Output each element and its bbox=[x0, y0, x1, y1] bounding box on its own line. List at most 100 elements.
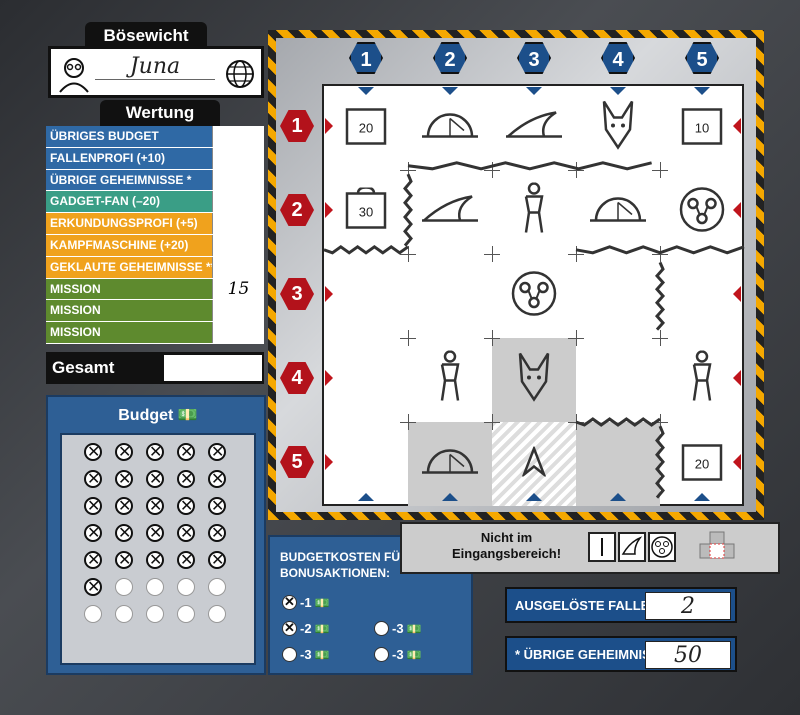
score-row-label: ÜBRIGES BUDGET bbox=[46, 126, 212, 147]
bonus-checkbox[interactable] bbox=[282, 594, 297, 610]
budget-coin[interactable] bbox=[177, 578, 195, 596]
board-cell[interactable] bbox=[408, 170, 492, 254]
villain-name-field[interactable]: Juna bbox=[95, 54, 215, 80]
score-row-value[interactable] bbox=[212, 169, 264, 191]
budget-coin[interactable] bbox=[84, 523, 102, 543]
budget-coin[interactable] bbox=[84, 442, 102, 462]
board-cell[interactable] bbox=[408, 86, 492, 170]
budget-coin[interactable] bbox=[177, 605, 195, 623]
board-cell[interactable] bbox=[492, 86, 576, 170]
board-cell[interactable]: 20 bbox=[324, 86, 408, 170]
board-cell[interactable] bbox=[408, 338, 492, 422]
budget-coin[interactable] bbox=[115, 605, 133, 623]
board-cell[interactable]: 10 bbox=[660, 86, 744, 170]
column-label: 3 bbox=[517, 42, 551, 74]
column-label: 4 bbox=[601, 42, 635, 74]
remaining-secrets-value[interactable]: 50 bbox=[645, 641, 731, 669]
bonus-checkbox[interactable] bbox=[374, 621, 389, 636]
budget-coin[interactable] bbox=[115, 469, 133, 489]
board-cell[interactable]: 20 bbox=[660, 422, 744, 506]
budget-coin[interactable] bbox=[208, 442, 226, 462]
board-cell[interactable] bbox=[492, 170, 576, 254]
bonus-option[interactable]: -3💵 bbox=[282, 647, 330, 662]
board-cell[interactable] bbox=[492, 422, 577, 507]
budget-coin[interactable] bbox=[115, 550, 133, 570]
grid-cross bbox=[491, 246, 493, 262]
budget-coin[interactable] bbox=[115, 442, 133, 462]
entry-gadget-icon bbox=[648, 532, 676, 562]
score-row-value[interactable] bbox=[212, 147, 264, 169]
score-row-value[interactable] bbox=[212, 213, 264, 234]
column-marker-top bbox=[610, 87, 626, 95]
board-cell[interactable] bbox=[492, 254, 576, 338]
score-row-value[interactable] bbox=[212, 126, 264, 147]
budget-coin[interactable] bbox=[177, 523, 195, 543]
score-row-value[interactable] bbox=[212, 256, 264, 278]
board-cell[interactable] bbox=[408, 422, 493, 507]
bonus-option[interactable]: -1💵 bbox=[282, 594, 330, 610]
grid-cross bbox=[407, 414, 409, 430]
budget-coin[interactable] bbox=[177, 442, 195, 462]
cash-icon: 💵 bbox=[314, 595, 330, 610]
budget-coin[interactable] bbox=[208, 523, 226, 543]
budget-coin[interactable] bbox=[146, 496, 164, 516]
board-cell[interactable] bbox=[492, 338, 577, 423]
budget-coin[interactable] bbox=[146, 550, 164, 570]
score-row-label: ERKUNDUNGSPROFI (+5) bbox=[46, 213, 212, 234]
dome-icon bbox=[420, 109, 480, 148]
bonus-option[interactable]: -2💵 bbox=[282, 620, 330, 636]
budget-coin[interactable] bbox=[146, 523, 164, 543]
budget-coin[interactable] bbox=[208, 469, 226, 489]
villain-avatar-icon bbox=[59, 58, 89, 93]
budget-coin[interactable] bbox=[115, 578, 133, 596]
total-value-field[interactable] bbox=[164, 355, 262, 381]
board-cell[interactable] bbox=[576, 86, 660, 170]
bonus-checkbox[interactable] bbox=[374, 647, 389, 662]
bonus-option[interactable]: -3💵 bbox=[374, 647, 422, 662]
score-row-value[interactable]: 15 bbox=[212, 278, 264, 300]
score-row-value[interactable] bbox=[212, 234, 264, 256]
person-icon bbox=[519, 182, 549, 242]
shark-icon bbox=[504, 109, 564, 148]
column-marker-top bbox=[694, 87, 710, 95]
triggered-traps-value[interactable]: 2 bbox=[645, 592, 731, 620]
budget-coin[interactable] bbox=[84, 605, 102, 623]
budget-coin[interactable] bbox=[84, 577, 102, 597]
score-row-label: FALLENPROFI (+10) bbox=[46, 147, 212, 169]
board-cell[interactable] bbox=[660, 170, 744, 254]
budget-coin[interactable] bbox=[115, 523, 133, 543]
budget-coin[interactable] bbox=[177, 496, 195, 516]
row-marker-left bbox=[325, 454, 333, 470]
board-cell[interactable] bbox=[576, 422, 661, 507]
budget-coin[interactable] bbox=[177, 550, 195, 570]
bonus-checkbox[interactable] bbox=[282, 647, 297, 662]
bonus-option[interactable]: -3💵 bbox=[374, 621, 422, 636]
cash-icon: 💵 bbox=[406, 621, 422, 636]
board-cell[interactable] bbox=[576, 170, 660, 254]
budget-coin[interactable] bbox=[84, 550, 102, 570]
budget-coin[interactable] bbox=[208, 496, 226, 516]
budget-coin[interactable] bbox=[208, 605, 226, 623]
grid-cross bbox=[407, 330, 409, 346]
budget-coin[interactable] bbox=[208, 578, 226, 596]
budget-coin[interactable] bbox=[146, 469, 164, 489]
budget-coin[interactable] bbox=[146, 442, 164, 462]
budget-coin[interactable] bbox=[84, 469, 102, 489]
budget-coin[interactable] bbox=[146, 605, 164, 623]
score-row-value[interactable] bbox=[212, 300, 264, 322]
score-row-value[interactable] bbox=[212, 322, 264, 343]
budget-coin[interactable] bbox=[146, 578, 164, 596]
score-row-value[interactable] bbox=[212, 191, 264, 213]
budget-coin[interactable] bbox=[115, 496, 133, 516]
budget-coin[interactable] bbox=[84, 496, 102, 516]
column-marker-top bbox=[442, 87, 458, 95]
budget-coin[interactable] bbox=[208, 550, 226, 570]
budget-coin[interactable] bbox=[177, 469, 195, 489]
board-cell[interactable] bbox=[660, 338, 744, 422]
bonus-cost-label: -3 bbox=[300, 647, 312, 662]
column-marker-bottom bbox=[526, 493, 542, 501]
grid-cross bbox=[575, 330, 577, 346]
score-row: KAMPFMASCHINE (+20) bbox=[46, 234, 264, 257]
bonus-checkbox[interactable] bbox=[282, 620, 297, 636]
board-cell[interactable]: 30 bbox=[324, 170, 408, 254]
